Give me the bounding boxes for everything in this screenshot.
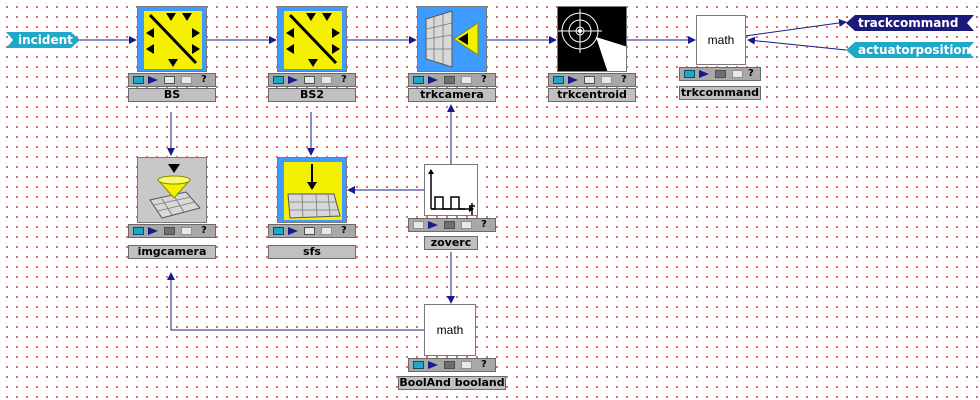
parameter-icon[interactable] xyxy=(444,361,455,369)
input-port-icon[interactable] xyxy=(413,361,424,369)
input-port-icon[interactable] xyxy=(413,76,424,84)
output-port-icon[interactable] xyxy=(699,70,709,78)
help-icon[interactable]: ? xyxy=(481,74,487,85)
block-bs-controls: ? xyxy=(128,73,216,87)
help-icon[interactable]: ? xyxy=(481,359,487,370)
output-port-icon[interactable] xyxy=(428,76,438,84)
parameter-icon[interactable] xyxy=(444,221,455,229)
output-port-icon[interactable] xyxy=(148,227,158,235)
parameter-icon[interactable] xyxy=(715,70,726,78)
help-icon[interactable]: ? xyxy=(621,74,627,85)
port-actuatorpositions-label: actuatorpositions xyxy=(858,43,978,57)
port-incident[interactable]: incident xyxy=(6,32,80,48)
state-icon[interactable] xyxy=(321,76,332,84)
input-port-icon[interactable] xyxy=(133,76,144,84)
block-zoverc-label[interactable]: zoverc xyxy=(424,236,478,250)
block-imgcamera-label[interactable]: imgcamera xyxy=(128,245,216,259)
output-port-icon[interactable] xyxy=(288,227,298,235)
state-icon[interactable] xyxy=(181,76,192,84)
block-booland-label[interactable]: BoolAnd booland xyxy=(398,376,506,390)
beam-splitter-icon xyxy=(277,6,347,72)
block-trkcentroid-label[interactable]: trkcentroid xyxy=(548,88,636,102)
parameter-icon[interactable] xyxy=(164,227,175,235)
state-icon[interactable] xyxy=(461,361,472,369)
help-icon[interactable]: ? xyxy=(748,68,754,79)
input-port-icon[interactable] xyxy=(133,227,144,235)
math-icon-text: math xyxy=(707,33,735,47)
wavefront-sensor-icon xyxy=(277,157,347,223)
math-function-icon: math xyxy=(696,15,746,65)
parameter-icon[interactable] xyxy=(444,76,455,84)
help-icon[interactable]: ? xyxy=(201,74,207,85)
output-port-icon[interactable] xyxy=(568,76,578,84)
block-imgcamera-controls: ? xyxy=(128,224,216,238)
state-icon[interactable] xyxy=(321,227,332,235)
input-port-icon[interactable] xyxy=(684,70,695,78)
parameter-icon[interactable] xyxy=(164,76,175,84)
block-booland-controls: ? xyxy=(408,358,496,372)
help-icon[interactable]: ? xyxy=(481,219,487,230)
block-trkcamera-controls: ? xyxy=(408,73,496,87)
help-icon[interactable]: ? xyxy=(201,225,207,236)
output-port-icon[interactable] xyxy=(428,221,438,229)
port-incident-label: incident xyxy=(18,33,73,47)
output-port-icon[interactable] xyxy=(288,76,298,84)
output-port-icon[interactable] xyxy=(148,76,158,84)
state-icon[interactable] xyxy=(181,227,192,235)
port-actuatorpositions[interactable]: actuatorpositions xyxy=(846,42,974,58)
block-sfs-controls: ? xyxy=(268,224,356,238)
input-port-icon[interactable] xyxy=(413,221,424,229)
camera-detector-icon xyxy=(417,6,487,72)
output-port-icon[interactable] xyxy=(428,361,438,369)
block-bs2-label[interactable]: BS2 xyxy=(268,88,356,102)
port-trackcommand-label: trackcommand xyxy=(858,16,959,30)
help-icon[interactable]: ? xyxy=(341,74,347,85)
input-port-icon[interactable] xyxy=(273,227,284,235)
wire-actuatorpositions-trkcommand xyxy=(747,36,847,51)
help-icon[interactable]: ? xyxy=(341,225,347,236)
state-icon[interactable] xyxy=(732,70,743,78)
block-trkcamera-label[interactable]: trkcamera xyxy=(408,88,496,102)
block-zoverc-controls: ? xyxy=(408,218,496,232)
block-bs2-controls: ? xyxy=(268,73,356,87)
math-function-icon: math xyxy=(424,304,476,356)
port-trackcommand[interactable]: trackcommand xyxy=(846,15,974,31)
block-trkcommand-label[interactable]: trkcommand xyxy=(679,86,761,100)
state-icon[interactable] xyxy=(601,76,612,84)
block-bs-label[interactable]: BS xyxy=(128,88,216,102)
state-icon[interactable] xyxy=(461,221,472,229)
input-port-icon[interactable] xyxy=(273,76,284,84)
block-trkcommand-controls: ? xyxy=(679,67,761,81)
parameter-icon[interactable] xyxy=(304,227,315,235)
beam-splitter-icon xyxy=(137,6,207,72)
parameter-icon[interactable] xyxy=(584,76,595,84)
camera-detector-icon xyxy=(137,157,207,223)
block-trkcentroid-controls: ? xyxy=(548,73,636,87)
block-sfs-label[interactable]: sfs xyxy=(268,245,356,259)
math-icon-text: math xyxy=(436,323,464,337)
input-port-icon[interactable] xyxy=(553,76,564,84)
state-icon[interactable] xyxy=(461,76,472,84)
parameter-icon[interactable] xyxy=(304,76,315,84)
wire-booland-imgcamera xyxy=(167,272,424,331)
wire-trkcommand-trackcommand xyxy=(744,18,847,37)
pulse-signal-icon xyxy=(424,164,478,216)
centroid-target-icon xyxy=(557,6,627,72)
